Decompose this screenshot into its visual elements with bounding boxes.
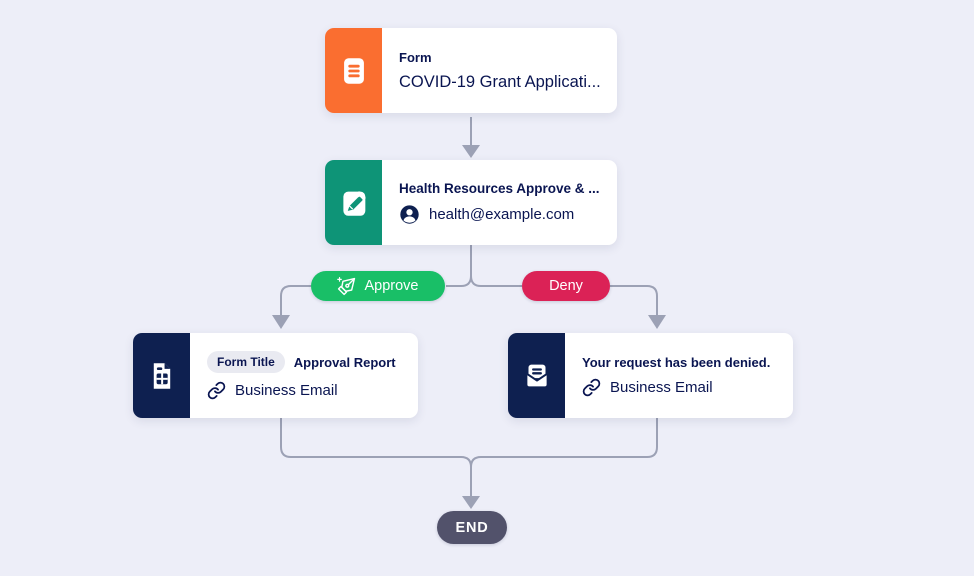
connector-approve-to-pdf bbox=[280, 285, 311, 316]
form-node[interactable]: Form COVID-19 Grant Applicati... bbox=[325, 28, 617, 113]
pdf-node-icon-area bbox=[133, 333, 190, 418]
connector-split-approve bbox=[446, 245, 472, 287]
approve-branch-pill[interactable]: Approve bbox=[311, 271, 445, 301]
pdf-node-body: Form Title Approval Report Business Emai… bbox=[190, 333, 418, 418]
connector-email-to-end bbox=[470, 418, 658, 468]
connector-pdf-to-end bbox=[280, 418, 472, 497]
form-node-type-label: Form bbox=[399, 49, 432, 65]
approval-assignee-row: health@example.com bbox=[399, 204, 603, 225]
form-node-icon-area bbox=[325, 28, 382, 113]
pdf-node-title-row: Form Title Approval Report bbox=[207, 351, 404, 373]
email-node-title: Your request has been denied. bbox=[582, 354, 771, 370]
connector-arrowhead bbox=[462, 145, 480, 158]
end-node-label: END bbox=[455, 519, 489, 536]
approval-sign-icon bbox=[342, 191, 365, 216]
form-node-title: COVID-19 Grant Applicati... bbox=[399, 72, 601, 91]
avatar-icon bbox=[400, 204, 419, 224]
pen-nib-icon bbox=[337, 276, 356, 295]
approval-node-body: Health Resources Approve & ... health@ex… bbox=[382, 160, 617, 245]
connector-arrowhead bbox=[462, 496, 480, 509]
approval-assignee-email: health@example.com bbox=[429, 205, 575, 223]
email-node-icon-area bbox=[508, 333, 565, 418]
approved-pdf-node[interactable]: Form Title Approval Report Business Emai… bbox=[133, 333, 418, 418]
denied-email-node[interactable]: Your request has been denied. Business E… bbox=[508, 333, 793, 418]
approve-branch-label: Approve bbox=[364, 278, 419, 294]
end-node[interactable]: END bbox=[437, 511, 507, 544]
connector-split-deny bbox=[470, 245, 522, 287]
email-recipient-field: Business Email bbox=[610, 378, 713, 396]
form-node-body: Form COVID-19 Grant Applicati... bbox=[382, 28, 617, 113]
form-icon bbox=[343, 57, 364, 84]
email-recipient-row: Business Email bbox=[582, 378, 779, 397]
pdf-recipient-row: Business Email bbox=[207, 381, 404, 400]
link-icon bbox=[582, 378, 601, 396]
approval-node-icon-area bbox=[325, 160, 382, 245]
approval-node-title: Health Resources Approve & ... bbox=[399, 180, 600, 196]
deny-branch-label: Deny bbox=[549, 278, 583, 294]
email-node-body: Your request has been denied. Business E… bbox=[565, 333, 793, 418]
email-icon bbox=[524, 364, 549, 388]
connector-deny-to-email bbox=[610, 285, 658, 316]
connector-arrowhead bbox=[648, 315, 666, 329]
link-icon bbox=[207, 381, 226, 400]
deny-branch-pill[interactable]: Deny bbox=[522, 271, 610, 301]
form-title-badge: Form Title bbox=[207, 351, 285, 373]
document-report-icon bbox=[153, 362, 170, 389]
connector-arrowhead bbox=[272, 315, 290, 329]
pdf-node-title: Approval Report bbox=[293, 354, 396, 370]
pdf-recipient-field: Business Email bbox=[235, 382, 338, 399]
approval-node[interactable]: Health Resources Approve & ... health@ex… bbox=[325, 160, 617, 245]
